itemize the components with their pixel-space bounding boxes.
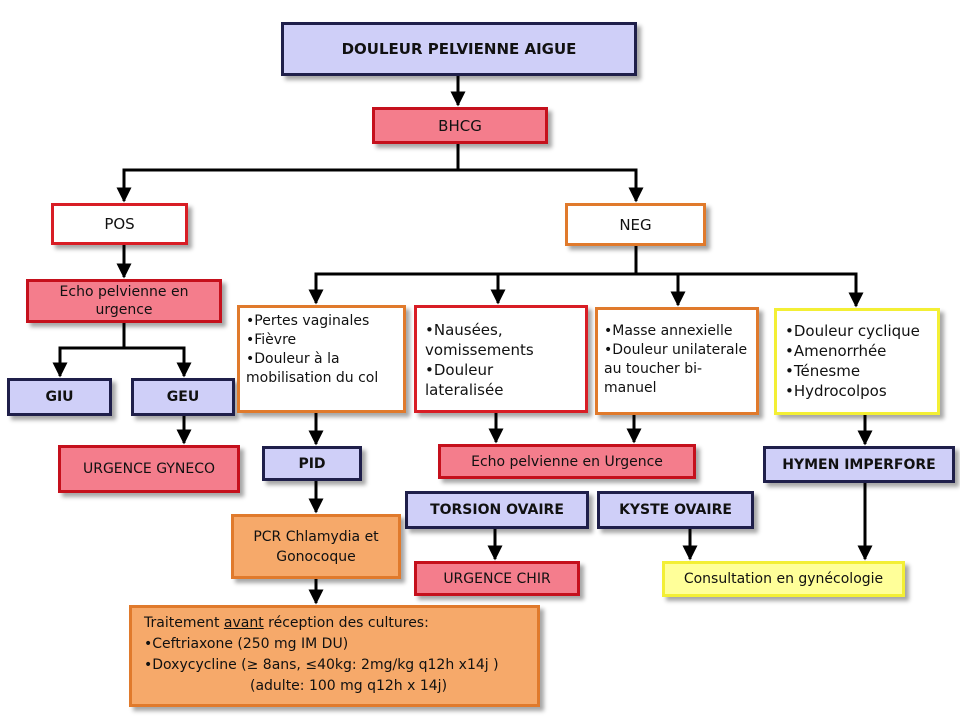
node-echo-urgence: Echo pelvienne en urgence [26,279,222,323]
arrow-bhcg-split [116,144,460,203]
treatment-heading: Traitement avant réception des cultures: [144,615,429,631]
node-echo-urgence-2: Echo pelvienne en Urgence [438,444,696,479]
symptom-item: •Masse annexielle [604,323,733,339]
treatment-box: Traitement avant réception des cultures:… [129,605,540,707]
treatment-ceftriaxone: •Ceftriaxone (250 mg IM DU) [144,636,349,652]
node-urgence-gyneco: URGENCE GYNECO [58,445,240,493]
node-pos: POS [51,203,188,245]
node-giu: GIU [7,378,112,416]
symptom-item: •Douleur à la mobilisation du col [246,351,379,386]
arrow-echo-geu [124,346,192,378]
treatment-adult-dose: (adulte: 100 mg q12h x 14j) [250,678,448,694]
symptoms-hymen: •Douleur cyclique •Amenorrhée •Ténesme •… [774,308,940,415]
node-torsion-ovaire: TORSION OVAIRE [405,491,589,529]
node-geu: GEU [131,378,235,416]
arrow-neg-pid-signs [308,246,638,305]
arrow-neg-hymen-signs [636,272,864,308]
arrow-bhcg-neg [458,168,644,203]
symptom-item: •Nausées, vomissements [425,321,534,359]
node-pcr: PCR Chlamydia et Gonocoque [231,514,401,579]
symptom-item: •Fièvre [246,332,297,348]
node-neg: NEG [565,203,706,246]
symptom-item: •Amenorrhée [785,342,887,360]
symptom-item: •Douleur cyclique [785,322,920,340]
symptom-item: •Douleur lateralisée [425,361,504,399]
arrow-echo-giu [52,323,126,378]
treatment-heading-emphasis: avant [223,615,264,631]
symptoms-kyste: •Masse annexielle •Douleur unilaterale a… [595,307,759,415]
node-pid: PID [262,446,362,481]
symptom-item: •Ténesme [785,362,861,380]
node-root: DOULEUR PELVIENNE AIGUE [281,22,637,76]
symptom-item: •Douleur unilaterale au toucher bi-manue… [604,342,748,396]
symptom-item: •Pertes vaginales [246,313,370,329]
node-bhcg: BHCG [372,107,548,144]
node-urgence-chir: URGENCE CHIR [414,561,580,596]
symptoms-torsion: •Nausées, vomissements •Douleur laterali… [414,305,588,413]
symptoms-pid: •Pertes vaginales •Fièvre •Douleur à la … [237,305,406,413]
treatment-doxycycline: •Doxycycline (≥ 8ans, ≤40kg: 2mg/kg q12h… [144,657,499,673]
node-consultation: Consultation en gynécologie [662,561,905,597]
node-hymen-imperfore: HYMEN IMPERFORE [763,446,955,483]
node-kyste-ovaire: KYSTE OVAIRE [597,491,754,529]
symptom-item: •Hydrocolpos [785,382,887,400]
